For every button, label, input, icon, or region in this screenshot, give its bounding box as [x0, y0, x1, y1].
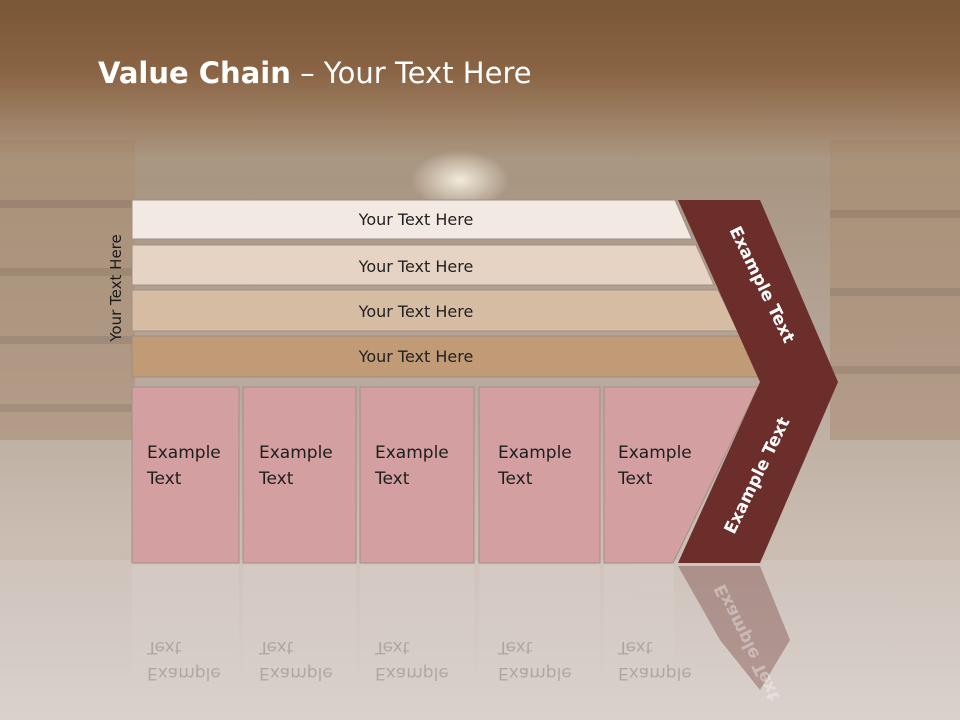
- primary-cell-5: [603, 386, 759, 564]
- support-row-4-label: Your Text Here: [358, 347, 474, 366]
- primary-cell-3-line2: Text: [375, 469, 410, 489]
- primary-cell-2-line2: Text: [259, 469, 294, 489]
- support-row-2-label: Your Text Here: [358, 257, 474, 276]
- primary-cell-2-line1: Example: [259, 443, 333, 463]
- primary-cell-3: [359, 386, 475, 564]
- primary-cell-4: [478, 386, 601, 564]
- slide-title-rest: – Your Text Here: [290, 56, 532, 90]
- slide-title-bold: Value Chain: [98, 56, 291, 90]
- primary-cell-1-line2: Text: [147, 469, 182, 489]
- cells-reflection: [132, 565, 674, 695]
- slide-title: Value Chain – Your Text Here: [98, 56, 532, 90]
- primary-cell-1: [131, 386, 240, 564]
- margin-arrow-reflection: [678, 566, 790, 690]
- support-row-2-bar: [131, 244, 715, 286]
- background-shelf-right: [830, 140, 960, 440]
- primary-cell-5-line2: Text: [618, 469, 653, 489]
- primary-cell-5-line1: Example: [618, 443, 692, 463]
- primary-cell-1-line1: Example: [147, 443, 221, 463]
- primary-cell-4-line2: Text: [498, 469, 533, 489]
- primary-cell-4-line1: Example: [498, 443, 572, 463]
- support-row-1-label: Your Text Here: [358, 210, 474, 229]
- background-shelf-left: [0, 140, 135, 440]
- primary-cell-3-line1: Example: [375, 443, 449, 463]
- primary-cell-2: [242, 386, 357, 564]
- title-band: [0, 0, 960, 160]
- support-row-3-label: Your Text Here: [358, 302, 474, 321]
- support-row-1-bar: [131, 199, 693, 240]
- margin-arrow-chevron: [678, 200, 838, 563]
